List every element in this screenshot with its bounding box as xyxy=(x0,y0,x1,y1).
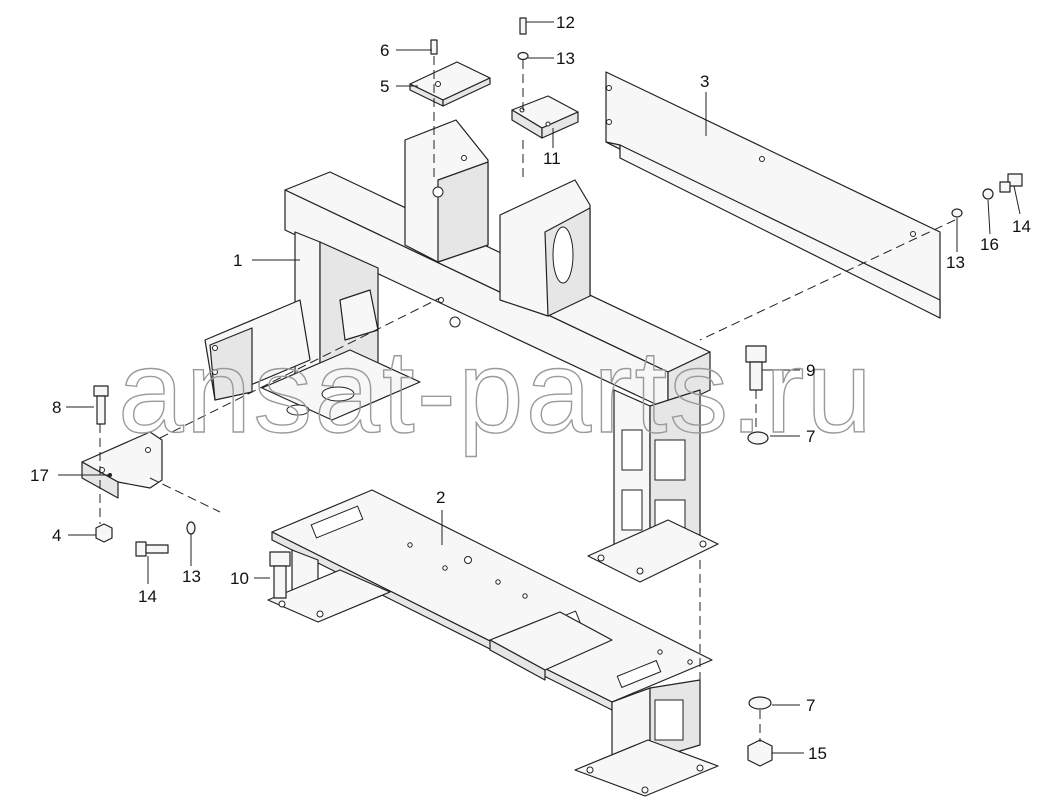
watermark-text: ansat-parts.ru xyxy=(118,326,874,458)
bolt-6 xyxy=(430,39,438,55)
assembly-axes xyxy=(99,56,956,742)
callout-6: 6 xyxy=(380,41,389,60)
callout-7-upper: 7 xyxy=(806,427,815,446)
callout-12: 12 xyxy=(556,13,575,32)
nut-4 xyxy=(95,523,113,543)
callout-1: 1 xyxy=(233,251,242,270)
callout-14-left: 14 xyxy=(138,587,157,606)
callout-13-right: 13 xyxy=(946,253,965,272)
bolt-9 xyxy=(745,345,767,391)
washer-13-top xyxy=(517,51,529,61)
callout-15: 15 xyxy=(808,744,827,763)
part-1-frame xyxy=(204,119,719,583)
part-5-pad xyxy=(409,61,491,107)
callout-13-top: 13 xyxy=(556,49,575,68)
callout-13-left: 13 xyxy=(182,567,201,586)
washer-7-lower xyxy=(748,696,772,710)
callout-16: 16 xyxy=(980,235,999,254)
callout-8: 8 xyxy=(52,398,61,417)
washer-7-upper xyxy=(747,431,769,445)
callout-7-lower: 7 xyxy=(806,696,815,715)
callout-3: 3 xyxy=(700,72,709,91)
callout-4: 4 xyxy=(52,526,61,545)
callout-14-right: 14 xyxy=(1012,217,1031,236)
callout-labels: 1 2 3 4 5 6 7 7 8 9 10 11 12 13 13 13 14… xyxy=(30,13,1031,763)
part-3-plate xyxy=(605,71,941,319)
callout-5: 5 xyxy=(380,77,389,96)
nut-15 xyxy=(747,739,773,767)
bolt-8 xyxy=(93,385,109,425)
bolt-12 xyxy=(519,17,527,35)
callout-2: 2 xyxy=(436,488,445,507)
bolt-10 xyxy=(269,551,291,599)
leader-lines xyxy=(58,21,1021,754)
washer-16 xyxy=(982,188,994,200)
washer-13-right xyxy=(951,208,963,218)
part-2-base xyxy=(267,489,719,797)
bolt-14-left xyxy=(135,541,169,557)
callout-10: 10 xyxy=(230,569,249,588)
washer-13-left xyxy=(186,521,196,535)
callout-9: 9 xyxy=(806,361,815,380)
part-11-pad xyxy=(511,95,579,139)
bolt-14-right xyxy=(999,173,1023,193)
callout-17: 17 xyxy=(30,466,49,485)
callout-11: 11 xyxy=(543,149,561,168)
